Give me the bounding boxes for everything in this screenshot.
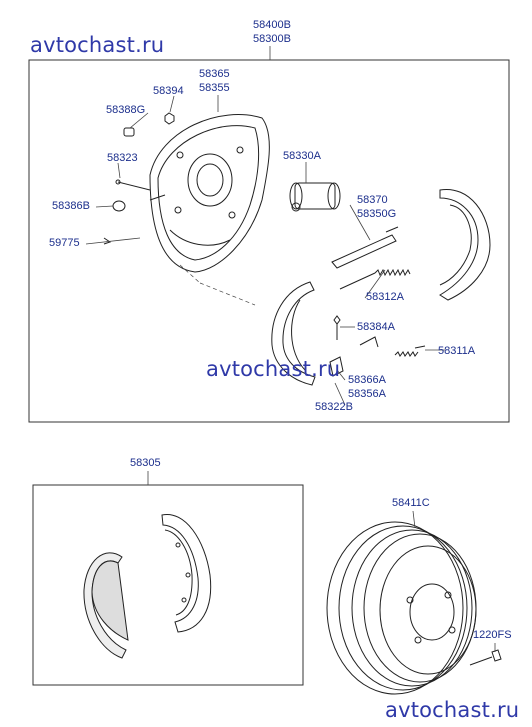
watermark-top: avtochast.ru bbox=[30, 33, 165, 57]
spring-58311A bbox=[394, 345, 426, 357]
label-58366A: 58366A bbox=[348, 374, 386, 386]
brake-assembly-frame bbox=[28, 59, 510, 423]
wheel-cylinder bbox=[289, 182, 341, 212]
part-59775 bbox=[103, 237, 112, 245]
label-58311A: 58311A bbox=[438, 345, 476, 357]
label-58312A: 58312A bbox=[366, 291, 404, 303]
label-59775: 59775 bbox=[49, 237, 80, 249]
spring-58312A bbox=[339, 268, 411, 290]
part-58394 bbox=[164, 112, 175, 125]
bolt-1220FS bbox=[469, 649, 502, 666]
left-brake-shoe bbox=[271, 281, 316, 386]
label-58400B: 58400B bbox=[253, 19, 291, 31]
brake-drum bbox=[326, 521, 477, 695]
part-58366A bbox=[329, 356, 344, 377]
shoe-set-frame bbox=[32, 484, 304, 686]
label-58411C: 58411C bbox=[392, 497, 430, 509]
adjuster bbox=[331, 226, 399, 269]
part-58384A-bracket bbox=[359, 336, 379, 348]
part-58323 bbox=[117, 181, 151, 191]
label-58355: 58355 bbox=[199, 82, 230, 94]
watermark-middle: avtochast.ru bbox=[206, 357, 341, 381]
part-58386B bbox=[112, 200, 126, 212]
label-58300B: 58300B bbox=[253, 33, 291, 45]
label-58323: 58323 bbox=[107, 152, 138, 164]
label-58394: 58394 bbox=[153, 85, 184, 97]
part-58388G bbox=[123, 127, 135, 137]
label-1220FS: 1220FS bbox=[473, 629, 512, 641]
label-58322B: 58322B bbox=[315, 401, 353, 413]
part-58384A bbox=[333, 315, 341, 340]
backing-plate bbox=[149, 114, 270, 273]
shoe-pair bbox=[83, 514, 212, 659]
label-58330A: 58330A bbox=[283, 150, 321, 162]
label-58388G: 58388G bbox=[106, 104, 146, 116]
watermark-bottom: avtochast.ru bbox=[385, 698, 520, 722]
label-58386B: 58386B bbox=[52, 200, 90, 212]
label-58370: 58370 bbox=[357, 194, 388, 206]
right-brake-shoe bbox=[439, 189, 491, 301]
label-58356A: 58356A bbox=[348, 388, 386, 400]
label-58365: 58365 bbox=[199, 68, 230, 80]
label-58384A: 58384A bbox=[357, 321, 395, 333]
label-58350G: 58350G bbox=[357, 208, 397, 220]
label-58305: 58305 bbox=[130, 457, 161, 469]
